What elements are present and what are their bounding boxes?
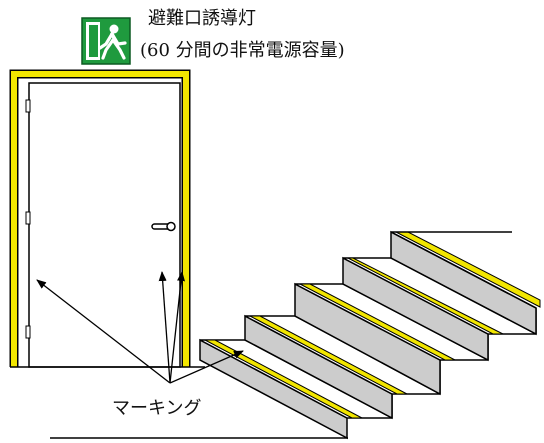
door-assembly xyxy=(9,69,191,368)
running-man-exit-icon xyxy=(86,22,127,60)
marking-leader-arrows xyxy=(36,271,244,384)
stair-step xyxy=(390,230,541,336)
sign-title: 避難口誘導灯 xyxy=(148,8,256,29)
door-frame-marking xyxy=(11,71,189,367)
door-handle xyxy=(151,221,176,232)
arrow-to-stair-marking xyxy=(169,350,244,384)
door-hinge xyxy=(25,211,31,225)
staircase xyxy=(199,230,541,440)
door-hinge xyxy=(25,99,31,113)
stair-step xyxy=(294,282,489,396)
arrow-to-door-frame-left xyxy=(36,279,171,384)
arrow-to-door-panel xyxy=(158,271,171,384)
door-hinge xyxy=(25,325,31,339)
stair-step xyxy=(199,338,393,440)
marking-label: マーキング xyxy=(112,398,201,419)
stair-step xyxy=(342,256,537,362)
exit-sign xyxy=(81,17,131,65)
arrow-to-door-frame-right xyxy=(169,271,186,384)
sign-subtitle: (60 分間の非常電源容量) xyxy=(140,40,345,61)
